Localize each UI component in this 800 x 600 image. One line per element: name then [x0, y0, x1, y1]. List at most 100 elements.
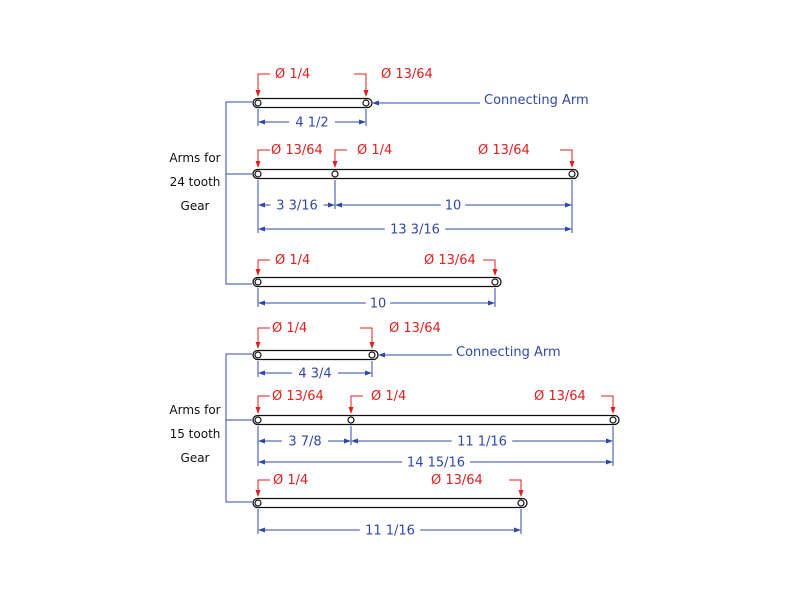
dimension-value: 10: [445, 199, 462, 214]
leader-arrow-icon: [255, 90, 261, 97]
arm-2-3: Ø 1/4 Ø 13/64 11 1/16: [252, 473, 528, 539]
hole-diameter-label: Ø 13/64: [271, 143, 323, 158]
leader-arrow-icon: [518, 490, 524, 497]
hole-circle: [254, 351, 262, 359]
leader-line: [257, 395, 270, 407]
dimension-arrow-icon: [565, 226, 572, 232]
hole-diameter-label: Ø 1/4: [275, 253, 310, 268]
group-label-line: Gear: [181, 199, 210, 213]
dimension: 10: [334, 180, 573, 214]
leader-arrow-icon: [255, 407, 261, 414]
leader-arrow-icon: [255, 342, 261, 349]
hole-callout: Ø 1/4: [332, 143, 392, 168]
leader-line: [354, 73, 367, 90]
arm-bar: [252, 97, 373, 109]
hole-circle: [254, 170, 262, 178]
leader-arrow-icon: [492, 269, 498, 276]
leader-arrow-icon: [348, 407, 354, 414]
hole-circle: [254, 99, 262, 107]
arm-1-3: Ø 1/4 Ø 13/64 10: [252, 253, 502, 312]
dimension: 11 1/16: [257, 509, 522, 539]
dimension-arrow-icon: [514, 527, 521, 533]
connecting-arm-callout: Connecting Arm: [378, 345, 561, 360]
dimension-arrow-icon: [335, 202, 342, 208]
hole-diameter-label: Ø 13/64: [389, 321, 441, 336]
hole-circle: [609, 416, 617, 424]
hole-diameter-label: Ø 13/64: [381, 67, 433, 82]
leader-arrow-icon: [332, 161, 338, 168]
hole-circle: [491, 278, 499, 286]
hole-callout: Ø 1/4: [255, 321, 307, 349]
hole-callout: Ø 13/64: [424, 253, 498, 276]
hole-callout: Ø 13/64: [534, 389, 616, 414]
dimension-arrow-icon: [565, 202, 572, 208]
leader-line: [257, 73, 270, 90]
dimension: 11 1/16: [350, 426, 614, 450]
hole-callout: Ø 13/64: [354, 67, 433, 97]
hole-circle: [347, 416, 355, 424]
leader-line: [509, 479, 522, 490]
hole-callout: Ø 1/4: [348, 389, 406, 414]
arm-bar: [252, 414, 620, 426]
group-label-line: Arms for: [169, 151, 220, 165]
dimension-arrow-icon: [488, 300, 495, 306]
hole-callout: Ø 13/64: [478, 143, 575, 168]
group-label-line: 24 tooth: [170, 175, 221, 189]
dimension: 4 3/4: [257, 361, 373, 382]
hole-diameter-label: Ø 13/64: [534, 389, 586, 404]
hole-diameter-label: Ø 13/64: [431, 473, 483, 488]
hole-diameter-label: Ø 1/4: [371, 389, 406, 404]
leader-line: [257, 259, 270, 269]
dimension-arrow-icon: [351, 438, 358, 444]
hole-diameter-label: Ø 1/4: [357, 143, 392, 158]
leader-line: [601, 395, 614, 407]
leader-line: [360, 327, 373, 342]
arm-bar: [252, 349, 379, 361]
hole-circle: [254, 278, 262, 286]
leader-arrow-icon: [255, 161, 261, 168]
dimension-arrow-icon: [258, 438, 265, 444]
dimension: 4 1/2: [257, 109, 367, 131]
leader-line: [257, 327, 270, 342]
hole-callout: Ø 13/64: [431, 473, 524, 497]
dimension: 3 7/8: [257, 426, 352, 450]
leader-line: [334, 149, 347, 161]
hole-diameter-label: Ø 1/4: [273, 473, 308, 488]
arm-bar: [252, 168, 579, 180]
connecting-arm-callout: Connecting Arm: [372, 93, 589, 108]
leader-arrow-icon: [255, 490, 261, 497]
dimension-value: 11 1/16: [365, 524, 415, 539]
hole-callout: Ø 1/4: [255, 253, 310, 276]
dimension-arrow-icon: [258, 370, 265, 376]
hole-diameter-label: Ø 13/64: [272, 389, 324, 404]
group-label-line: Arms for: [169, 403, 220, 417]
dimension-value: 4 3/4: [298, 367, 331, 382]
group-bracket: [225, 353, 252, 503]
dimension: 13 3/16: [257, 180, 573, 238]
dimension-value: 10: [370, 297, 387, 312]
leader-arrow-icon: [569, 161, 575, 168]
arm-bar: [252, 276, 502, 288]
hole-diameter-label: Ø 1/4: [272, 321, 307, 336]
group-label-line: 15 tooth: [170, 427, 221, 441]
dimension-arrow-icon: [258, 459, 265, 465]
hole-callout: Ø 1/4: [255, 67, 310, 97]
hole-diameter-label: Ø 13/64: [424, 253, 476, 268]
connecting-arm-label: Connecting Arm: [484, 93, 589, 108]
leader-line: [257, 149, 270, 161]
hole-diameter-label: Ø 1/4: [275, 67, 310, 82]
leader-line: [560, 149, 573, 161]
dimension-value: 13 3/16: [390, 223, 440, 238]
dimension-arrow-icon: [258, 202, 265, 208]
connecting-arm-label: Connecting Arm: [456, 345, 561, 360]
hole-circle: [362, 99, 370, 107]
group-label-line: Gear: [181, 451, 210, 465]
dimension-arrow-icon: [344, 438, 351, 444]
leader-arrow-icon: [255, 269, 261, 276]
dimension-arrow-icon: [258, 226, 265, 232]
